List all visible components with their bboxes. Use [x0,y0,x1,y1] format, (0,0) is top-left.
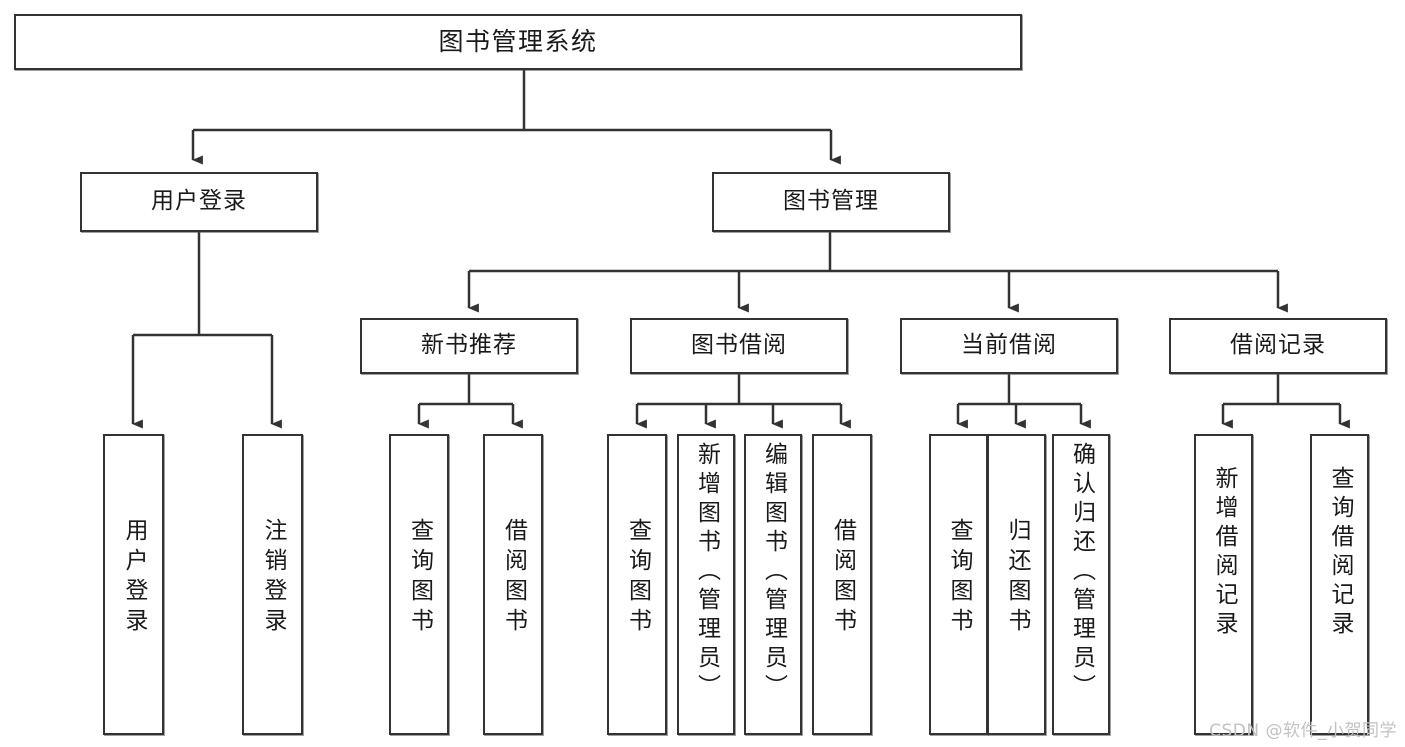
leaf-user-login[interactable]: 用户登录 [103,434,164,735]
leaf-user-login-label: 用户登录 [121,518,147,638]
node-book-manage-label: 图书管理 [783,188,879,215]
leaf-add-record-label: 新增借阅记录 [1211,466,1237,640]
leaf-logout-label: 注销登录 [260,518,286,638]
leaf-borrow-book-1-label: 借阅图书 [500,518,527,638]
leaf-query-book-2[interactable]: 查询图书 [607,434,667,735]
leaf-add-record[interactable]: 新增借阅记录 [1194,434,1253,735]
leaf-query-record[interactable]: 查询借阅记录 [1310,434,1369,735]
watermark-text: CSDN @软件_小贺同学 [1209,721,1397,741]
leaf-query-book-2-label: 查询图书 [624,518,651,638]
leaf-query-book-1-label: 查询图书 [406,518,433,638]
node-user-login-label: 用户登录 [151,188,247,215]
leaf-query-book-3-label: 查询图书 [946,518,972,638]
leaf-query-book-1[interactable]: 查询图书 [389,434,449,735]
node-book-borrow[interactable]: 图书借阅 [630,318,848,374]
node-new-book-rec[interactable]: 新书推荐 [360,318,578,374]
node-root-label: 图书管理系统 [438,27,598,57]
node-user-login[interactable]: 用户登录 [80,172,318,232]
leaf-borrow-book-1[interactable]: 借阅图书 [483,434,543,735]
leaf-borrow-book-2-label: 借阅图书 [829,518,856,638]
node-current-borrow-label: 当前借阅 [961,332,1057,359]
node-borrow-record-label: 借阅记录 [1230,332,1326,359]
leaf-logout[interactable]: 注销登录 [242,434,303,735]
node-borrow-record[interactable]: 借阅记录 [1169,318,1387,374]
leaf-add-book-label: 新增图书（管理员） [693,442,720,703]
leaf-query-record-label: 查询借阅记录 [1327,466,1353,640]
leaf-edit-book[interactable]: 编辑图书（管理员） [744,434,802,735]
node-root[interactable]: 图书管理系统 [14,14,1022,70]
node-new-book-rec-label: 新书推荐 [421,332,517,359]
node-current-borrow[interactable]: 当前借阅 [900,318,1118,374]
leaf-return-book-label: 归还图书 [1004,518,1030,638]
leaf-confirm-return[interactable]: 确认归还（管理员） [1052,434,1110,735]
leaf-borrow-book-2[interactable]: 借阅图书 [812,434,872,735]
leaf-confirm-return-label: 确认归还（管理员） [1068,442,1095,703]
node-book-borrow-label: 图书借阅 [691,332,787,359]
leaf-query-book-3[interactable]: 查询图书 [929,434,988,735]
leaf-add-book[interactable]: 新增图书（管理员） [677,434,735,735]
node-book-manage[interactable]: 图书管理 [712,172,950,232]
leaf-edit-book-label: 编辑图书（管理员） [760,442,787,703]
leaf-return-book[interactable]: 归还图书 [987,434,1046,735]
